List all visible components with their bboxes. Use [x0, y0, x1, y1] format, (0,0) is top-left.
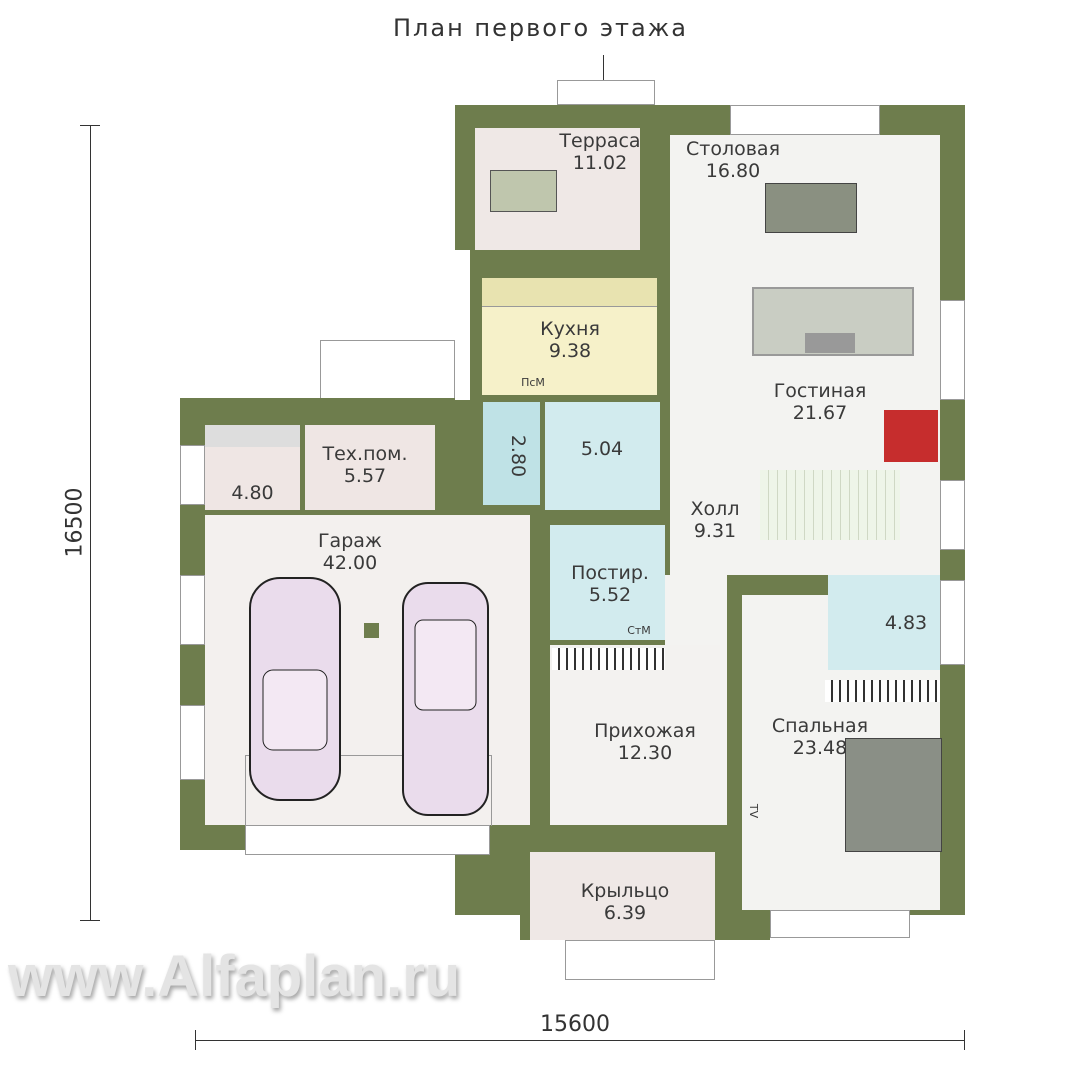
- window: [180, 705, 205, 780]
- dimension-tick: [80, 920, 100, 921]
- wardrobe: [825, 680, 940, 702]
- label-tv: TV: [747, 803, 760, 819]
- dimension-tick: [80, 125, 100, 126]
- wall-gap: [455, 250, 470, 400]
- coffee-table: [805, 333, 855, 353]
- room-porch: [530, 852, 715, 940]
- label-laundry: Постир.5.52: [571, 562, 649, 606]
- bed: [845, 738, 942, 852]
- label-dishwasher: ПсМ: [521, 376, 545, 389]
- plan-title: План первого этажа: [392, 14, 689, 42]
- window: [940, 480, 965, 550]
- width-dimension-line: [195, 1040, 965, 1041]
- window: [940, 580, 965, 665]
- car-icon: [402, 582, 489, 816]
- room-bath: [545, 402, 660, 510]
- label-bath: 5.04: [580, 438, 624, 460]
- room-storage: [205, 425, 300, 510]
- window: [770, 910, 910, 938]
- label-tech: Тех.пом.5.57: [322, 443, 408, 487]
- room-tech: [305, 425, 435, 510]
- side-entrance: [320, 340, 455, 398]
- height-dimension: 16500: [62, 487, 88, 558]
- garage-gate: [245, 825, 490, 855]
- kitchen-counter: [482, 278, 657, 307]
- window: [180, 445, 205, 505]
- dining-table: [765, 183, 857, 233]
- window: [730, 105, 880, 135]
- room-shower: [483, 402, 540, 505]
- label-washer: СтМ: [627, 624, 651, 637]
- room-bath2: [828, 575, 940, 670]
- terrace-table: [490, 170, 557, 212]
- label-storage: 4.80: [231, 482, 274, 504]
- porch-steps: [565, 940, 715, 980]
- dimension-tick: [195, 1030, 196, 1050]
- fireplace: [884, 410, 938, 462]
- label-bath2: 4.83: [884, 612, 928, 634]
- garage-marking: [245, 755, 492, 826]
- stairs: [760, 470, 900, 540]
- car-icon: [249, 577, 341, 801]
- watermark: www.Alfaplan.ru: [8, 944, 461, 1009]
- room-laundry: [550, 525, 665, 640]
- window: [940, 300, 965, 400]
- label-shower: 2.80: [507, 434, 529, 478]
- window: [180, 575, 205, 645]
- dimension-tick: [964, 1030, 965, 1050]
- height-dimension-line: [90, 125, 91, 920]
- window: [557, 80, 655, 105]
- floor-drain: [364, 623, 379, 638]
- width-dimension: 15600: [540, 1012, 610, 1037]
- room-entry: [550, 645, 720, 825]
- wardrobe: [552, 648, 665, 670]
